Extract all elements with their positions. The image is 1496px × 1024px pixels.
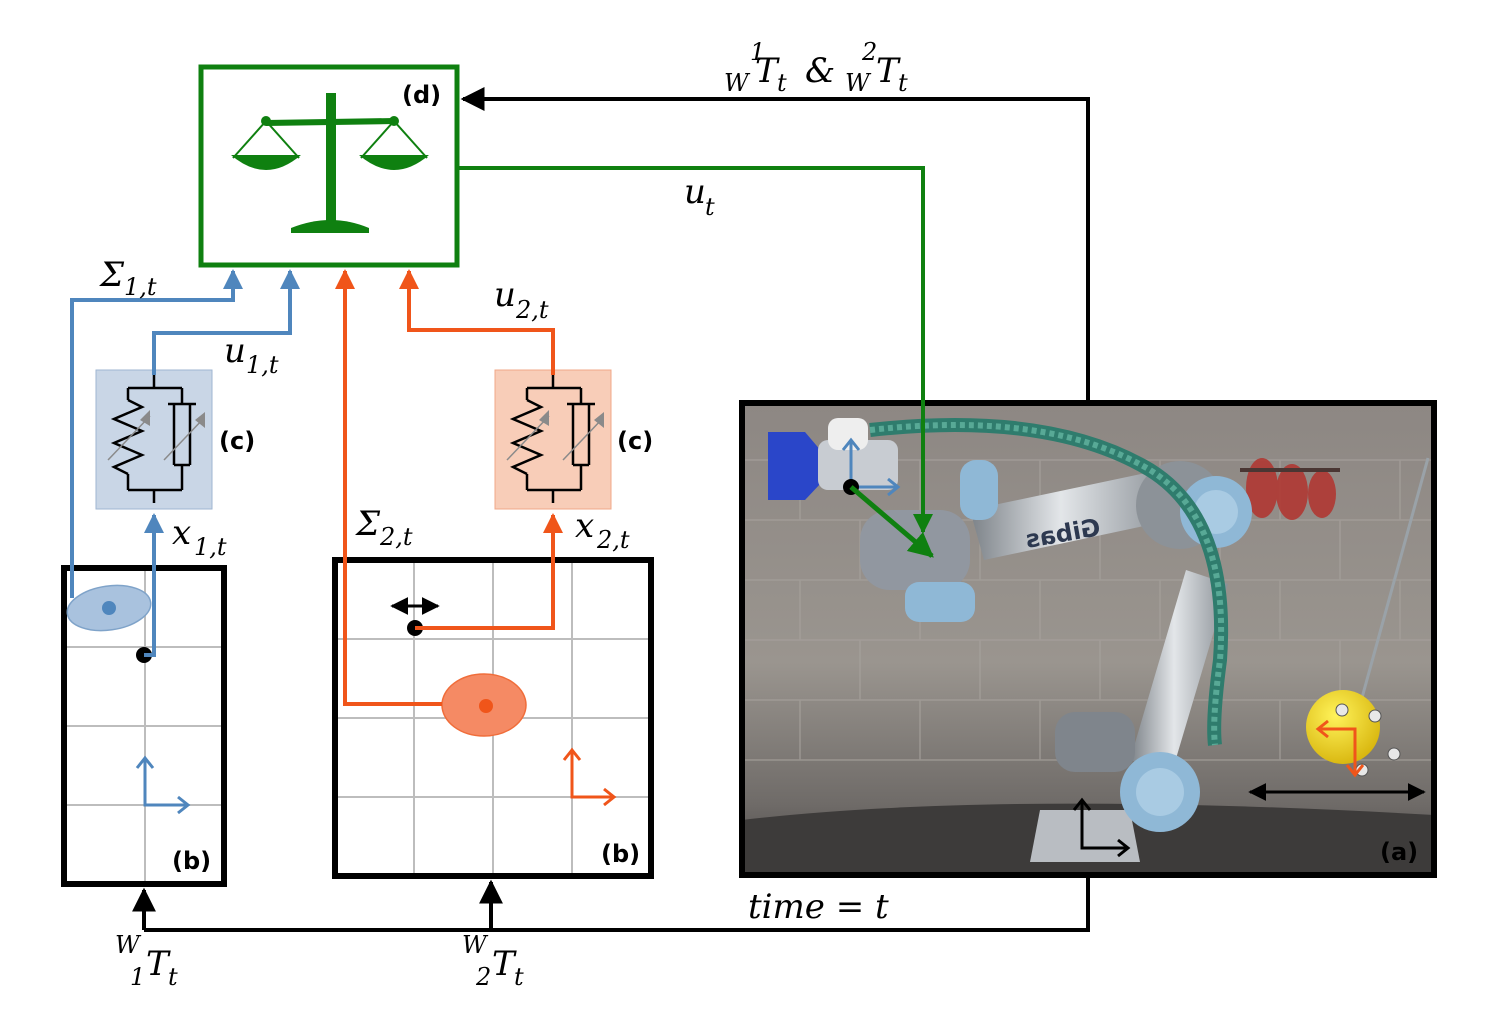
svg-text:T: T (492, 944, 517, 984)
svg-text:W: W (462, 931, 489, 959)
svg-text:1,t: 1,t (124, 273, 157, 301)
svg-text:T: T (755, 51, 780, 91)
frame-axes-icon (135, 755, 191, 815)
sigma1-line (70, 269, 243, 598)
svg-text:t: t (168, 963, 178, 991)
impedance-block-left: (c) (95, 369, 255, 510)
svg-text:1,t: 1,t (194, 533, 227, 561)
svg-text:Σ: Σ (98, 255, 125, 295)
balance-scale-icon (231, 93, 429, 233)
svg-text:t: t (514, 963, 524, 991)
svg-text:1,t: 1,t (246, 351, 279, 379)
tag-c-left: (c) (219, 427, 255, 455)
spring-damper-icon (107, 375, 205, 503)
svg-text:Σ: Σ (354, 504, 381, 544)
label-u-t: u t (684, 172, 715, 221)
label-bottom-T1: W 1 T t (115, 931, 178, 991)
label-time: time = t (748, 887, 889, 927)
x2-line (415, 513, 563, 630)
label-u1: u 1,t (224, 331, 279, 379)
svg-text:W: W (115, 931, 142, 959)
svg-text:t: t (705, 193, 715, 221)
svg-text:W: W (845, 69, 872, 97)
tag-b-right: (b) (601, 840, 640, 868)
label-bottom-T2: W 2 T t (462, 931, 524, 991)
perception-panel-right: (b) (332, 557, 654, 879)
control-output-line (457, 166, 933, 534)
svg-text:u: u (224, 331, 246, 371)
svg-text:2: 2 (475, 963, 491, 991)
svg-text:T: T (146, 944, 171, 984)
svg-text:T: T (876, 51, 901, 91)
svg-text:u: u (684, 172, 706, 212)
svg-text:t: t (898, 69, 908, 97)
perception-panel-left: (b) (61, 565, 227, 887)
impedance-block-right: (c) (494, 369, 653, 510)
tag-d: (d) (402, 81, 441, 109)
label-x1: x 1,t (172, 513, 227, 561)
svg-text:2,t: 2,t (515, 296, 549, 324)
base-frame-axes-icon (1072, 797, 1131, 858)
pose-feedback-line-bottom (144, 875, 1090, 932)
pose-feedback-line-top (460, 87, 1090, 403)
svg-text:1: 1 (750, 38, 765, 66)
tag-c-right: (c) (617, 427, 653, 455)
tag-a: (a) (1380, 838, 1418, 866)
label-sigma1: Σ 1,t (98, 255, 157, 301)
frame-axes-icon (562, 747, 617, 807)
u2-line (399, 269, 555, 375)
sigma2-line (335, 269, 442, 706)
svg-text:x: x (172, 513, 191, 553)
label-x2: x 2,t (575, 506, 630, 554)
robot-arm-photo: Gibas (a) (739, 400, 1437, 878)
svg-text:t: t (777, 69, 787, 97)
svg-text:u: u (494, 275, 516, 315)
target-frame-axes-icon (1315, 719, 1365, 778)
x1-line (144, 513, 164, 657)
svg-text:2,t: 2,t (596, 526, 630, 554)
fusion-block: (d) (198, 64, 460, 268)
tag-b-left: (b) (172, 847, 211, 875)
u1-line (152, 269, 300, 375)
svg-text:&: & (805, 51, 835, 91)
svg-text:2: 2 (861, 38, 877, 66)
label-sigma2: Σ 2,t (354, 504, 413, 551)
svg-text:W: W (724, 69, 751, 97)
svg-text:2,t: 2,t (379, 523, 413, 551)
svg-text:x: x (575, 506, 594, 546)
label-u2: u 2,t (494, 275, 549, 324)
svg-text:1: 1 (130, 963, 145, 991)
label-world-transforms: 1 W T t & 2 W T t (724, 38, 908, 97)
spring-damper-icon (506, 375, 604, 503)
